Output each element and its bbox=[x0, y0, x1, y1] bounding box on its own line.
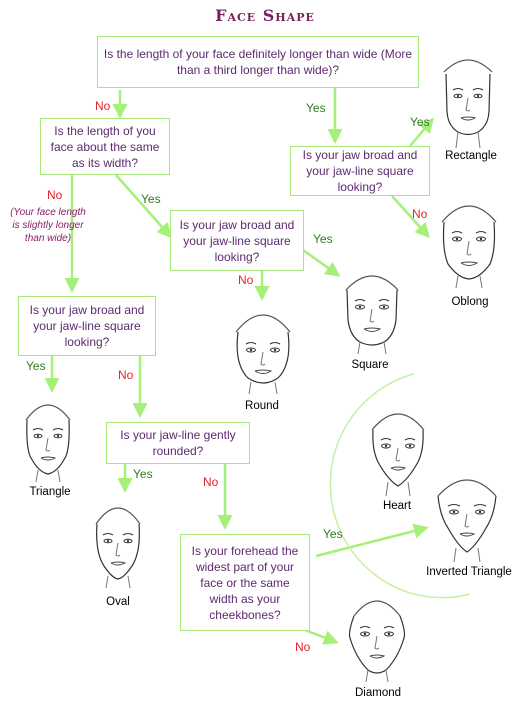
answer-yes: Yes bbox=[323, 527, 343, 541]
diamond-face-illustration bbox=[348, 600, 406, 682]
question-jaw-line-rounded: Is your jaw-line gently rounded? bbox=[106, 422, 250, 464]
connector-q7-yes bbox=[315, 523, 429, 558]
group-arc bbox=[329, 373, 471, 599]
oblong-label: Oblong bbox=[451, 296, 489, 308]
triangle-label: Triangle bbox=[29, 486, 71, 498]
connector-q3-no bbox=[391, 195, 431, 239]
heart-face-illustration bbox=[371, 413, 425, 496]
round-label: Round bbox=[245, 400, 279, 412]
rectangle-label: Rectangle bbox=[445, 150, 497, 162]
connector-q3-yes bbox=[409, 117, 434, 147]
oblong-face-illustration bbox=[441, 205, 497, 288]
connector-q2-yes bbox=[115, 174, 172, 239]
answer-no: No bbox=[95, 99, 111, 113]
page-title: Face Shape bbox=[215, 6, 315, 25]
answer-yes: Yes bbox=[313, 232, 333, 246]
question-jaw-broad-square-2: Is your jaw broad and your jaw-line squa… bbox=[170, 210, 304, 271]
answer-no: No bbox=[412, 207, 428, 221]
answer-yes: Yes bbox=[306, 101, 326, 115]
answer-yes: Yes bbox=[141, 192, 161, 206]
answer-no: No bbox=[203, 475, 219, 489]
answer-yes: Yes bbox=[410, 115, 430, 129]
answer-no: No bbox=[118, 368, 134, 382]
question-face-longer-than-wide: Is the length of your face definitely lo… bbox=[97, 36, 419, 88]
question-jaw-broad-square-3: Is your jaw broad and your jaw-line squa… bbox=[18, 296, 156, 356]
square-label: Square bbox=[351, 359, 389, 371]
answer-no: No bbox=[47, 188, 63, 202]
connector-q4-yes bbox=[302, 248, 341, 277]
heart-label: Heart bbox=[382, 500, 412, 512]
inverted-triangle-label: Inverted Triangle bbox=[426, 566, 512, 578]
round-face-illustration bbox=[235, 314, 291, 394]
question-length-same-as-width: Is the length of you face about the same… bbox=[40, 118, 170, 175]
answer-yes: Yes bbox=[133, 467, 153, 481]
length-note: (Your face length is slightly longer tha… bbox=[10, 207, 86, 244]
connector-q7-no bbox=[304, 628, 339, 645]
rectangle-face-illustration bbox=[443, 59, 493, 148]
answer-no: No bbox=[295, 640, 311, 654]
question-jaw-broad-square-1: Is your jaw broad and your jaw-line squa… bbox=[290, 146, 430, 196]
answer-no: No bbox=[238, 273, 254, 287]
oval-face-illustration bbox=[95, 507, 141, 588]
oval-label: Oval bbox=[106, 596, 130, 608]
question-forehead-widest: Is your forehead the widest part of your… bbox=[180, 534, 310, 631]
answer-yes: Yes bbox=[26, 359, 46, 373]
diamond-label: Diamond bbox=[354, 687, 402, 699]
triangle-face-illustration bbox=[25, 404, 71, 482]
inverted-triangle-face-illustration bbox=[437, 479, 497, 562]
square-face-illustration bbox=[345, 275, 399, 354]
